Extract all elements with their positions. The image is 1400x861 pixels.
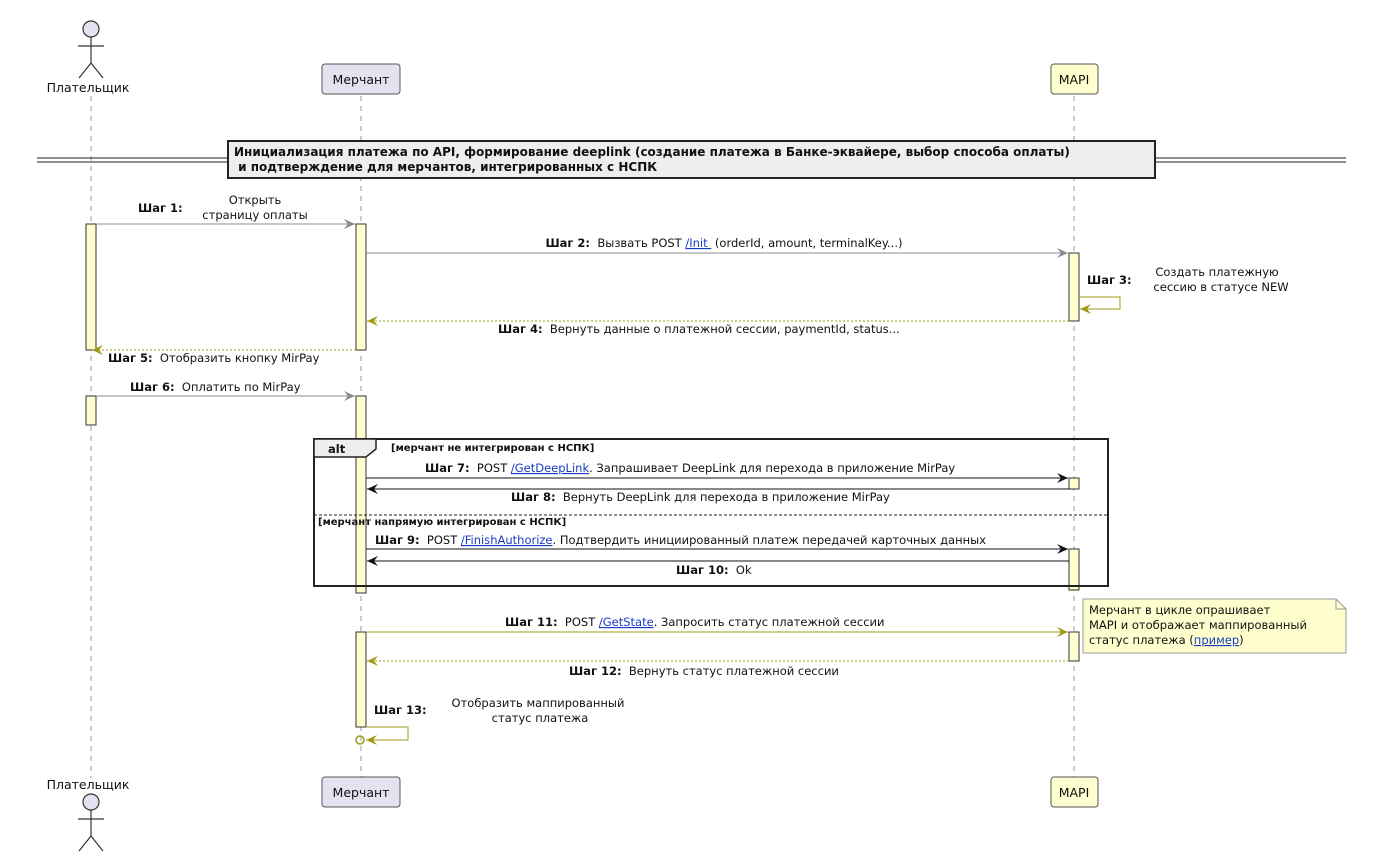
actor-head-icon xyxy=(82,20,100,38)
step3-self-arrow xyxy=(1079,296,1121,314)
merchant-activation-3 xyxy=(355,631,367,728)
mapi-activation-3 xyxy=(1068,548,1080,591)
divider-title-line2: и подтверждение для мерчантов, интегриро… xyxy=(234,160,657,174)
step3-label-line2: сессию в статусе NEW xyxy=(1153,280,1288,294)
step2-label: Шаг 2: Вызвать POST /Init (orderId, amou… xyxy=(520,232,918,251)
merchant-activation-1 xyxy=(355,223,367,351)
merchant-activation-2 xyxy=(355,395,367,594)
alt-fragment: alt [мерчант не интегрирован с НСПК] [ме… xyxy=(313,438,1109,587)
step12-label: Шаг 12: Вернуть статус платежной сессии xyxy=(569,664,839,678)
section-divider: Инициализация платежа по API, формирован… xyxy=(37,140,1346,179)
divider-title-line1: Инициализация платежа по API, формирован… xyxy=(234,145,1070,159)
step6-label: Шаг 6: Оплатить по MirPay xyxy=(130,380,301,394)
alt-guard-2: [мерчант напрямую интегрирован с НСПК] xyxy=(318,517,566,528)
step8-label: Шаг 8: Вернуть DeepLink для перехода в п… xyxy=(511,490,890,504)
step10-label: Шаг 10: Ok xyxy=(676,563,752,577)
step9-label: Шаг 9: POST /FinishAuthorize. Подтвердит… xyxy=(375,533,986,547)
step1-label-line2: страницу оплаты xyxy=(202,208,307,222)
merchant-label-bottom: Мерчант xyxy=(333,785,390,800)
step13-label-line1: Отобразить маппированный xyxy=(452,696,625,710)
example-link[interactable]: пример xyxy=(1194,633,1239,647)
mapi-label-top: MAPI xyxy=(1059,72,1090,87)
step1-tag: Шаг 1: xyxy=(138,201,183,215)
step7-label: Шаг 7: POST /GetDeepLink. Запрашивает De… xyxy=(425,461,955,475)
payer-activation-2 xyxy=(85,395,97,426)
merchant-box-bottom xyxy=(321,776,401,808)
note-line1: Мерчант в цикле опрашивает xyxy=(1089,603,1271,617)
getstate-link[interactable]: /GetState xyxy=(599,615,654,629)
mapi-activation-2 xyxy=(1068,477,1080,490)
note-line3: статус платежа (пример) xyxy=(1089,633,1244,647)
actor-head-icon xyxy=(82,793,100,811)
step13-end-circle xyxy=(355,735,365,745)
mapi-box-top xyxy=(1050,63,1099,95)
note-line2: MAPI и отображает маппированный xyxy=(1089,618,1307,632)
alt-keyword: alt xyxy=(328,442,346,456)
step13-tag: Шаг 13: xyxy=(374,703,427,717)
payer-actor-top xyxy=(78,20,104,79)
mapi-label-bottom: MAPI xyxy=(1059,785,1090,800)
mapi-activation-4 xyxy=(1068,631,1080,662)
merchant-label-top: Мерчант xyxy=(333,72,390,87)
payer-actor-bottom xyxy=(78,793,104,852)
merchant-box-top xyxy=(321,63,401,95)
alt-guard-1: [мерчант не интегрирован с НСПК] xyxy=(391,443,594,454)
step4-label: Шаг 4: Вернуть данные о платежной сессии… xyxy=(498,322,900,336)
payer-label-top: Плательщик xyxy=(47,80,130,95)
mapi-activation-1 xyxy=(1068,252,1080,322)
step3-label-line1: Создать платежную xyxy=(1155,265,1279,279)
payer-activation-1 xyxy=(85,223,97,351)
step13-label-line2: статус платежа xyxy=(492,711,589,725)
step13-self-arrow xyxy=(366,726,409,745)
step3-tag: Шаг 3: xyxy=(1087,273,1132,287)
getdeeplink-link[interactable]: /GetDeepLink xyxy=(511,461,590,475)
init-link[interactable]: /Init xyxy=(685,236,711,250)
polling-note: Мерчант в цикле опрашивает MAPI и отобра… xyxy=(1082,598,1347,654)
payer-label-bottom: Плательщик xyxy=(47,777,130,792)
step11-label: Шаг 11: POST /GetState. Запросить статус… xyxy=(505,615,884,629)
finishauthorize-link[interactable]: /FinishAuthorize xyxy=(461,533,553,547)
step5-label: Шаг 5: Отобразить кнопку MirPay xyxy=(108,351,320,365)
step1-label-line1: Открыть xyxy=(229,193,282,207)
mapi-box-bottom xyxy=(1050,776,1099,808)
